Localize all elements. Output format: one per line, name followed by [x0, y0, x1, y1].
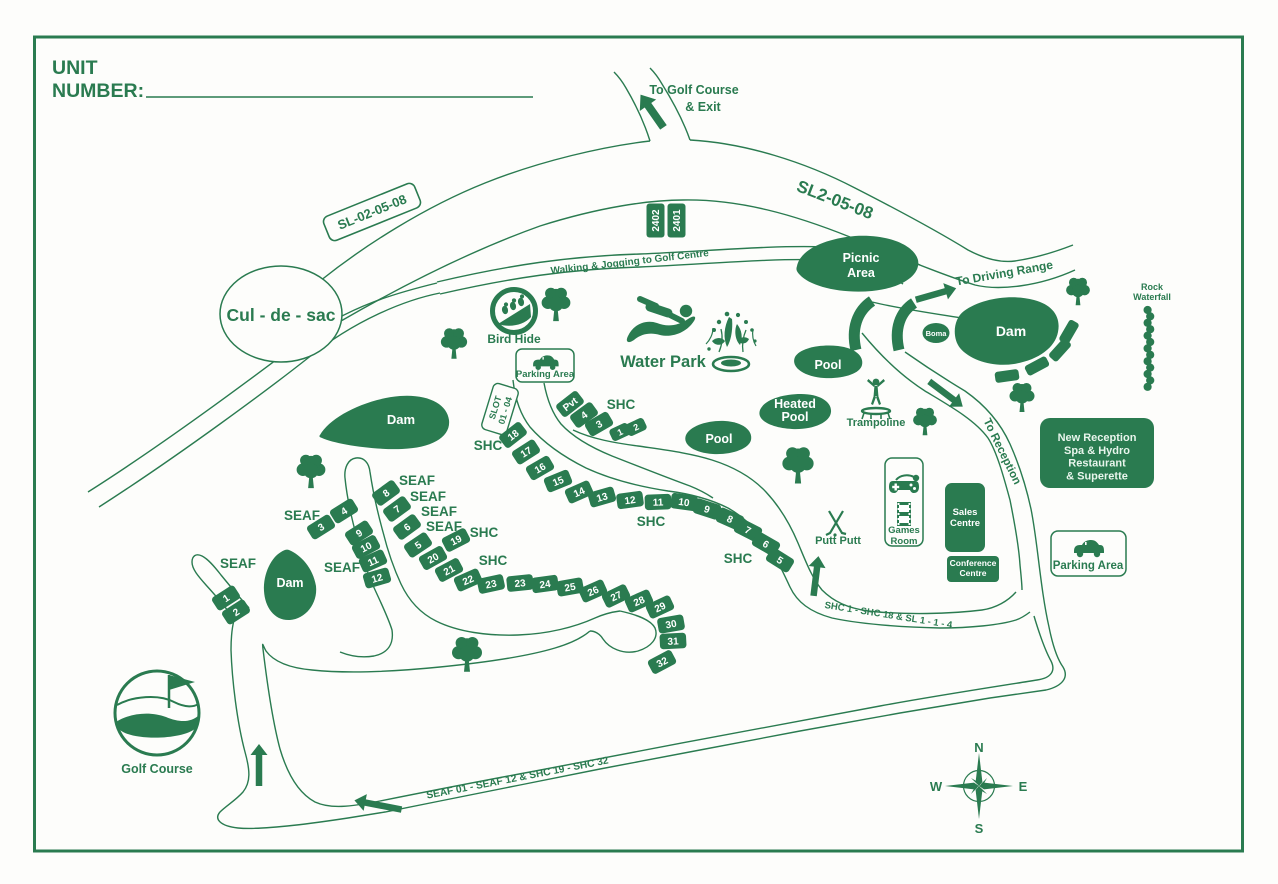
- svg-text:26: 26: [586, 585, 601, 600]
- svg-text:21: 21: [442, 563, 457, 578]
- svg-text:Room: Room: [891, 536, 918, 547]
- svg-text:E: E: [1019, 779, 1028, 794]
- svg-text:32: 32: [655, 655, 670, 670]
- svg-text:Games: Games: [888, 525, 920, 536]
- svg-text:6: 6: [760, 539, 771, 552]
- svg-text:SHC: SHC: [470, 525, 499, 540]
- svg-text:3: 3: [594, 419, 605, 432]
- svg-text:W: W: [930, 779, 943, 794]
- svg-text:2: 2: [231, 607, 242, 619]
- svg-text:3: 3: [316, 522, 327, 535]
- svg-text:27: 27: [609, 589, 624, 604]
- svg-text:SHC: SHC: [724, 551, 753, 566]
- svg-text:Parking Area: Parking Area: [1053, 560, 1124, 572]
- svg-text:Waterfall: Waterfall: [1133, 292, 1171, 302]
- svg-text:Trampoline: Trampoline: [847, 417, 906, 429]
- svg-text:Boma: Boma: [926, 329, 948, 338]
- svg-text:Pool: Pool: [814, 358, 841, 372]
- svg-text:15: 15: [551, 475, 566, 490]
- svg-text:Pool: Pool: [781, 410, 808, 424]
- svg-text:Putt Putt: Putt Putt: [815, 535, 861, 547]
- svg-text:SEAF: SEAF: [426, 519, 462, 534]
- svg-text:10: 10: [678, 497, 691, 510]
- svg-text:Water Park: Water Park: [620, 353, 706, 371]
- svg-text:& Superette: & Superette: [1066, 470, 1128, 482]
- svg-text:SHC: SHC: [607, 397, 636, 412]
- svg-text:SHC: SHC: [637, 514, 666, 529]
- svg-text:SEAF: SEAF: [220, 556, 256, 571]
- svg-text:Parking Area: Parking Area: [516, 369, 575, 380]
- svg-text:Dam: Dam: [996, 323, 1026, 339]
- svg-text:2401: 2401: [672, 209, 683, 232]
- svg-text:Bird Hide: Bird Hide: [487, 332, 541, 346]
- svg-text:Restaurant: Restaurant: [1068, 458, 1126, 470]
- svg-text:New Reception: New Reception: [1058, 432, 1137, 444]
- svg-text:Dam: Dam: [387, 412, 415, 427]
- svg-text:9: 9: [354, 528, 365, 540]
- svg-text:22: 22: [461, 574, 476, 589]
- svg-text:1: 1: [616, 427, 625, 438]
- svg-text:Rock: Rock: [1141, 282, 1164, 292]
- svg-text:4: 4: [339, 506, 350, 519]
- svg-text:Spa & Hydro: Spa & Hydro: [1064, 445, 1130, 457]
- svg-text:10: 10: [359, 540, 374, 555]
- svg-text:S: S: [975, 821, 984, 836]
- svg-text:SHC: SHC: [479, 553, 508, 568]
- svg-text:23: 23: [485, 578, 499, 591]
- svg-text:SHC: SHC: [474, 438, 503, 453]
- svg-text:9: 9: [702, 504, 711, 516]
- svg-text:UNIT: UNIT: [52, 57, 98, 79]
- svg-text:SEAF: SEAF: [284, 508, 320, 523]
- svg-text:Sales: Sales: [953, 507, 978, 518]
- svg-text:SEAF: SEAF: [399, 473, 435, 488]
- svg-text:8: 8: [725, 514, 735, 526]
- svg-text:5: 5: [413, 540, 424, 552]
- svg-text:7: 7: [743, 525, 753, 538]
- svg-text:11: 11: [366, 555, 381, 570]
- svg-text:13: 13: [595, 491, 609, 505]
- svg-text:30: 30: [665, 619, 678, 632]
- svg-text:SEAF: SEAF: [421, 504, 457, 519]
- svg-text:SEAF: SEAF: [410, 489, 446, 504]
- svg-text:4: 4: [579, 410, 590, 422]
- svg-text:2: 2: [632, 422, 641, 433]
- svg-text:23: 23: [514, 578, 527, 590]
- svg-text:8: 8: [381, 488, 392, 500]
- svg-text:29: 29: [653, 600, 668, 615]
- svg-text:Cul - de - sac: Cul - de - sac: [227, 305, 336, 325]
- svg-text:2402: 2402: [651, 209, 662, 232]
- svg-text:Pool: Pool: [705, 432, 732, 446]
- svg-text:6: 6: [402, 522, 413, 534]
- svg-text:19: 19: [449, 533, 464, 548]
- svg-text:& Exit: & Exit: [685, 100, 721, 114]
- svg-text:Picnic: Picnic: [843, 251, 880, 265]
- svg-text:16: 16: [533, 461, 549, 476]
- svg-text:SEAF: SEAF: [324, 560, 360, 575]
- svg-text:Golf Course: Golf Course: [121, 762, 193, 776]
- svg-text:24: 24: [539, 579, 552, 592]
- svg-text:Area: Area: [847, 266, 876, 280]
- svg-text:NUMBER:: NUMBER:: [52, 80, 144, 102]
- svg-text:1: 1: [221, 593, 232, 605]
- svg-text:Heated: Heated: [774, 397, 816, 411]
- svg-text:14: 14: [572, 486, 587, 501]
- svg-text:25: 25: [564, 582, 577, 595]
- svg-text:Conference: Conference: [950, 558, 997, 568]
- svg-text:Centre: Centre: [960, 568, 987, 578]
- svg-text:20: 20: [426, 551, 441, 566]
- svg-text:Dam: Dam: [276, 576, 303, 590]
- svg-text:28: 28: [632, 595, 647, 610]
- svg-text:To Golf Course: To Golf Course: [649, 83, 738, 97]
- svg-text:12: 12: [370, 572, 384, 586]
- svg-text:31: 31: [667, 636, 679, 648]
- svg-text:7: 7: [392, 504, 403, 516]
- svg-text:Centre: Centre: [950, 518, 980, 529]
- svg-text:11: 11: [653, 497, 664, 508]
- svg-text:12: 12: [624, 495, 637, 508]
- svg-text:N: N: [974, 740, 983, 755]
- svg-text:5: 5: [774, 555, 785, 568]
